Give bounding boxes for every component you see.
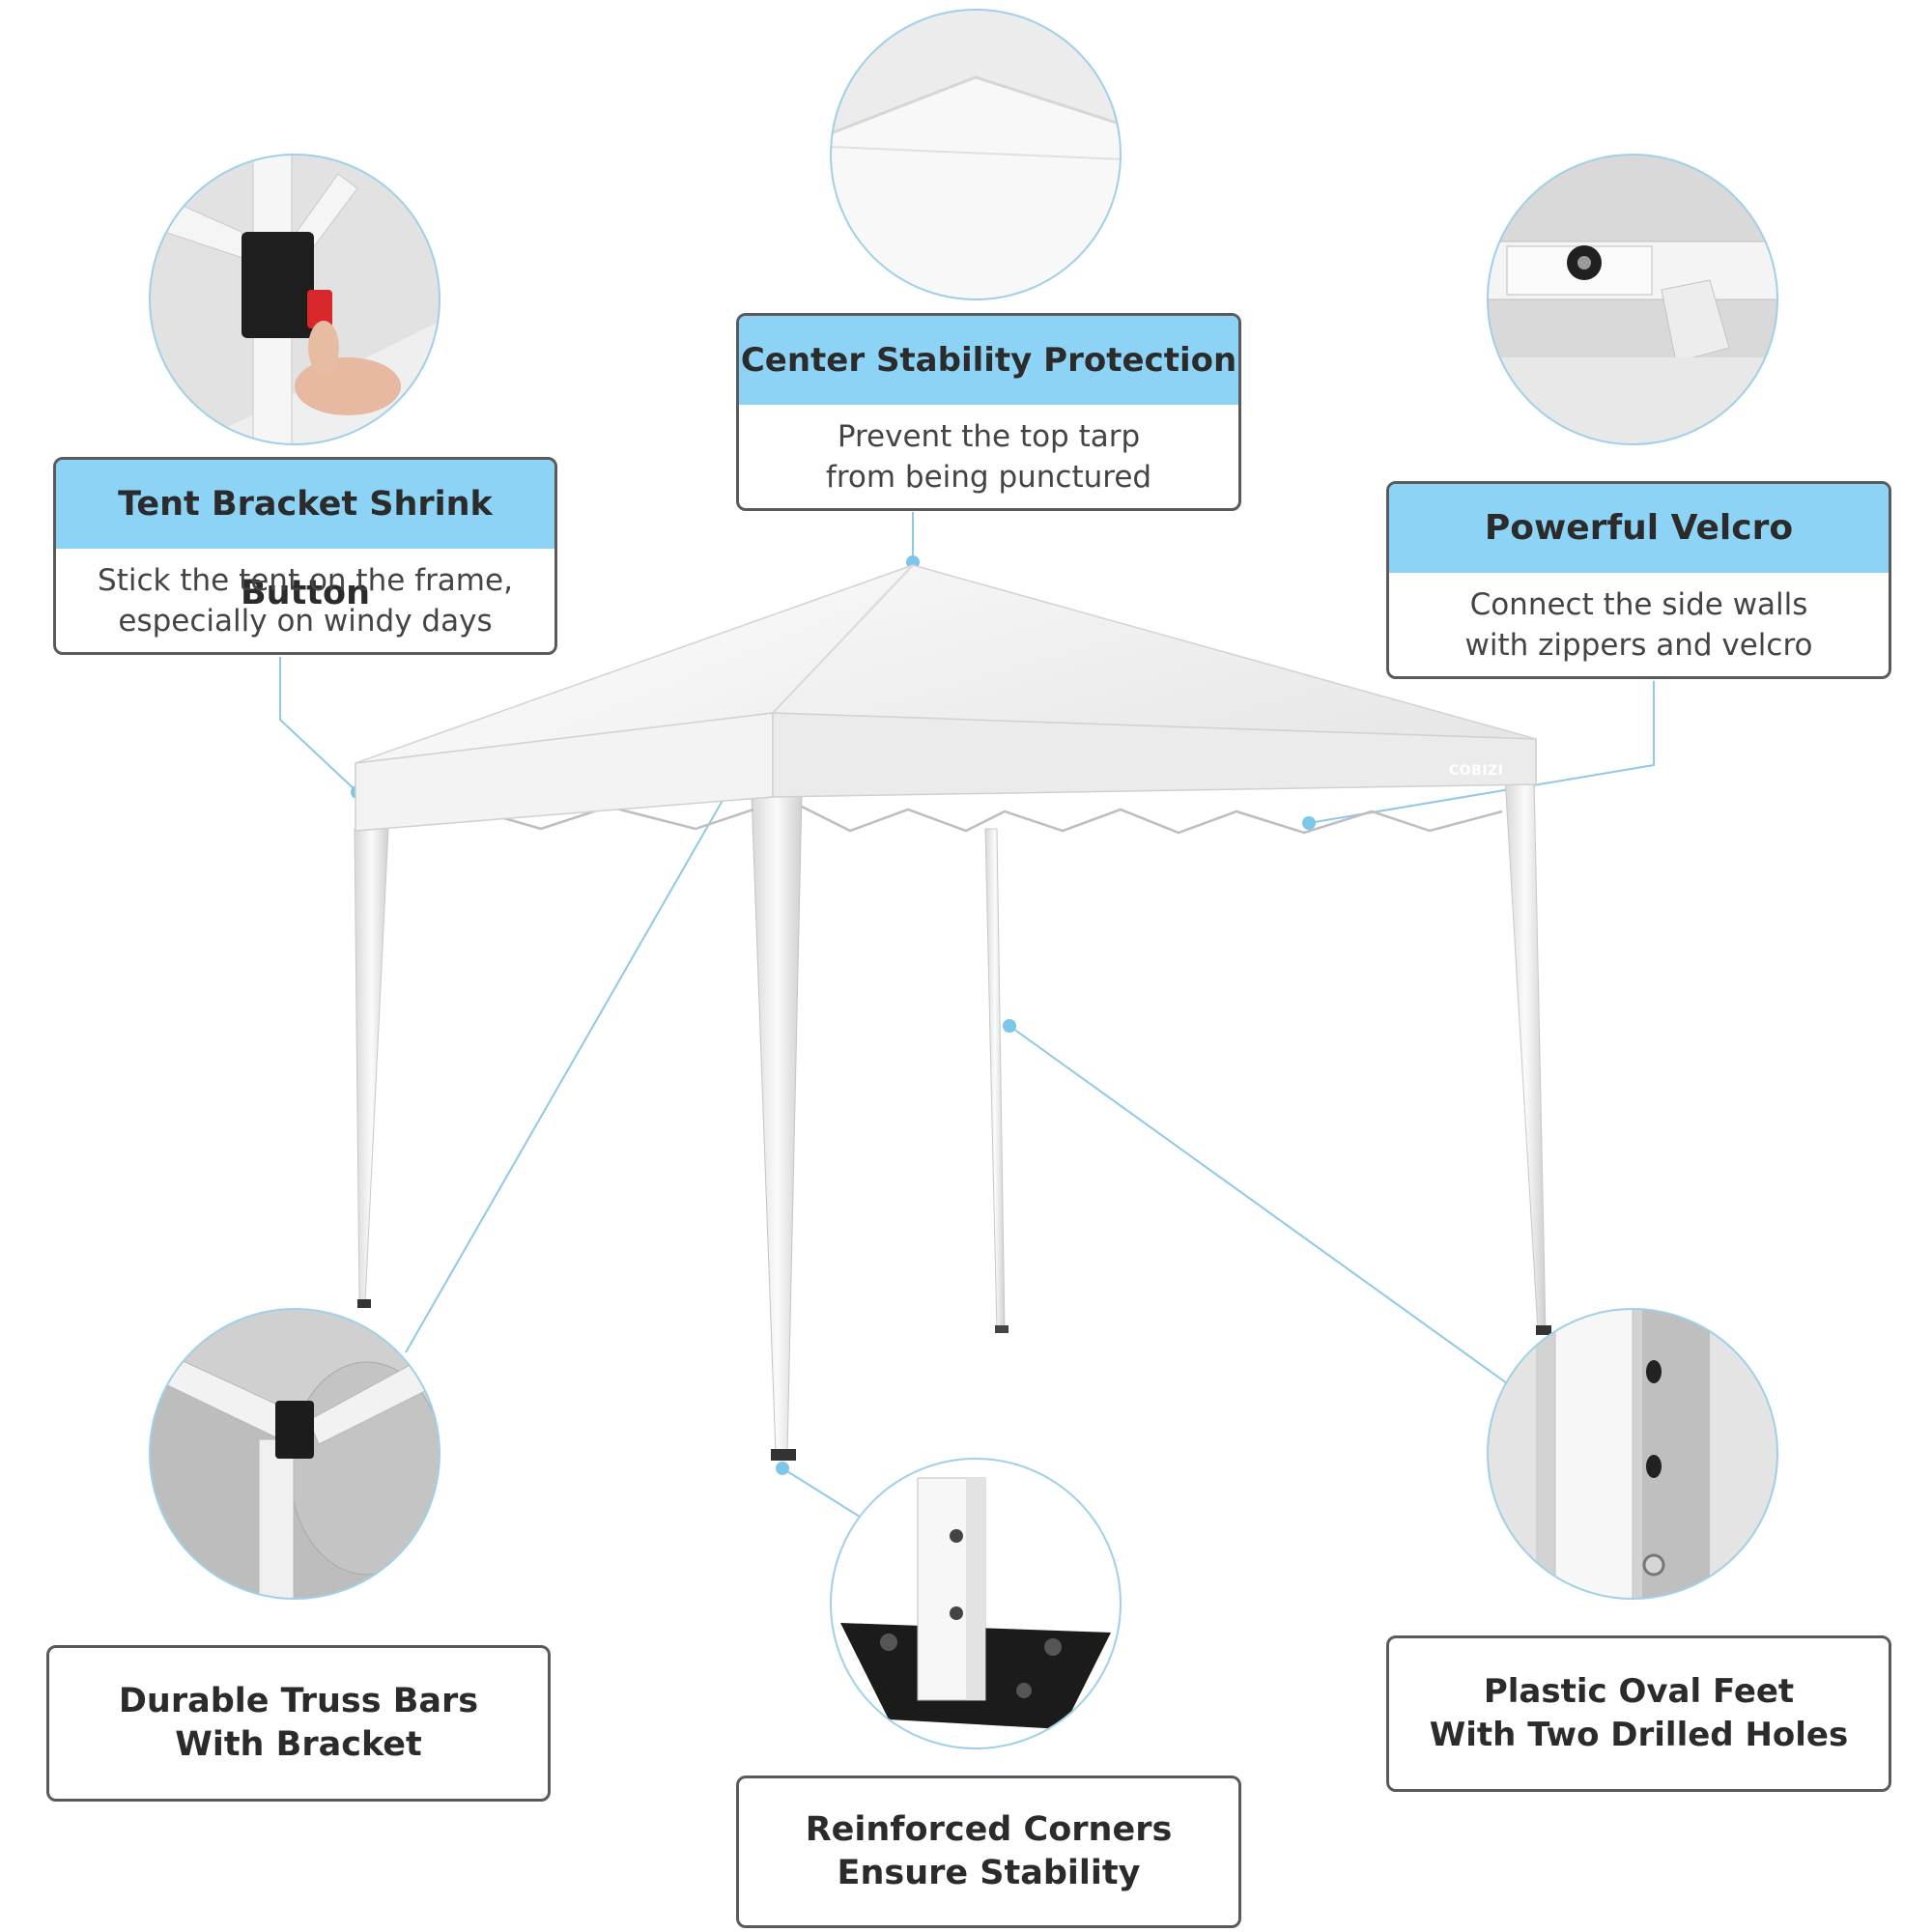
connector-truss: [405, 712, 774, 1353]
connector-tent-bracket: [279, 657, 358, 793]
callout-velcro-title: Powerful Velcro: [1389, 484, 1889, 573]
connector-lines: [279, 512, 1655, 1518]
callout-oval-feet: Plastic Oval Feet With Two Drilled Holes: [1386, 1635, 1891, 1792]
tent-leg-front-center: [751, 793, 803, 1455]
detail-circle-pole-holes: [1488, 1309, 1777, 1599]
callout-velcro-line-2: with zippers and velcro: [1464, 628, 1813, 663]
tent-leg-front-left: [354, 828, 389, 1303]
detail-circle-velcro: [1488, 155, 1777, 444]
tent-illustration: [354, 564, 1551, 1461]
callout-reinforced-corners: Reinforced Corners Ensure Stability: [736, 1776, 1241, 1928]
callout-tent-bracket-title: Tent Bracket Shrink Button: [56, 460, 554, 612]
callout-tent-bracket: Tent Bracket Shrink Button Stick the ten…: [53, 457, 557, 655]
callout-center-stability: Center Stability Protection Prevent the …: [736, 313, 1241, 511]
brand-logo: COBIZI: [1449, 763, 1504, 779]
callout-velcro: Powerful Velcro Connect the side walls w…: [1386, 481, 1891, 679]
callout-reinforced-corners-line-2: Ensure Stability: [837, 1854, 1141, 1892]
detail-circle-bracket: [150, 155, 440, 444]
callout-tent-bracket-line-2: especially on windy days: [118, 604, 493, 639]
canopy-valance-right: [772, 712, 1537, 798]
callout-reinforced-corners-line-1: Reinforced Corners: [805, 1810, 1173, 1849]
detail-circle-canopy-peak: [831, 10, 1121, 299]
connector-feet: [1009, 1025, 1508, 1384]
connector-velcro: [1308, 681, 1655, 824]
callout-center-stability-line-1: Prevent the top tarp: [837, 419, 1141, 454]
callout-tent-bracket-line-1: Stick the tent on the frame,: [98, 563, 513, 598]
callout-oval-feet-line-2: With Two Drilled Holes: [1429, 1716, 1849, 1754]
detail-circle-truss: [150, 1309, 440, 1599]
detail-circle-corner-base: [831, 1459, 1121, 1748]
tent-leg-back-left: [984, 828, 1006, 1332]
callout-truss-bars: Durable Truss Bars With Bracket: [46, 1645, 551, 1802]
callout-truss-bars-line-1: Durable Truss Bars: [118, 1682, 479, 1720]
tent-leg-right: [1504, 777, 1547, 1332]
callout-center-stability-line-2: from being punctured: [825, 460, 1152, 495]
callout-velcro-line-1: Connect the side walls: [1469, 587, 1808, 622]
connector-corner: [781, 1467, 861, 1518]
callout-oval-feet-line-1: Plastic Oval Feet: [1483, 1672, 1795, 1711]
callout-center-stability-title: Center Stability Protection: [739, 316, 1238, 405]
callout-truss-bars-line-2: With Bracket: [175, 1725, 422, 1764]
